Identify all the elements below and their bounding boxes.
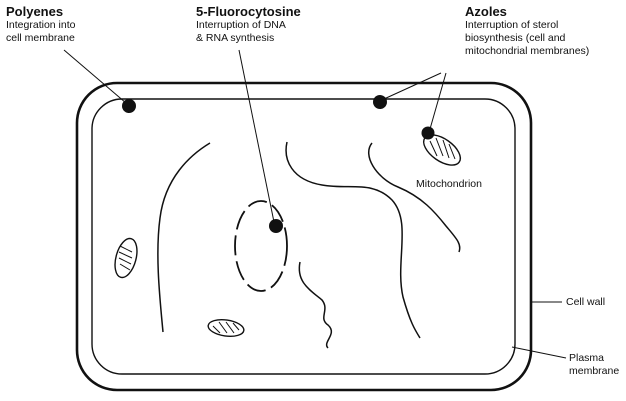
cell-wall-label: Cell wall xyxy=(566,296,605,309)
azoles-target-dot-membrane xyxy=(373,95,387,109)
azoles-action: Interruption of sterol biosynthesis (cel… xyxy=(465,19,589,58)
azoles-target-dot-mitochondrion xyxy=(422,127,435,140)
polyenes-label: Polyenes Integration into cell membrane xyxy=(6,4,75,45)
azoles-pointer-mitochondrion xyxy=(430,73,446,129)
fluorocytosine-target-dot xyxy=(269,219,283,233)
azoles-label: Azoles Interruption of sterol biosynthes… xyxy=(465,4,589,58)
mitochondrion-bottom xyxy=(207,318,245,339)
filament-left xyxy=(158,143,210,332)
filament-lower xyxy=(299,262,331,348)
filament-center xyxy=(286,142,420,338)
plasma-membrane-pointer xyxy=(512,347,566,358)
mitochondrion-left xyxy=(111,236,141,280)
fluorocytosine-label: 5-Fluorocytosine Interruption of DNA & R… xyxy=(196,4,301,45)
plasma-membrane-label: Plasma membrane xyxy=(569,352,619,378)
polyenes-action: Integration into cell membrane xyxy=(6,19,75,45)
polyenes-name: Polyenes xyxy=(6,4,75,19)
mitochondrion-label: Mitochondrion xyxy=(416,178,482,191)
azoles-pointer-membrane xyxy=(384,73,441,99)
polyenes-pointer xyxy=(64,50,126,103)
azoles-name: Azoles xyxy=(465,4,589,19)
fluorocytosine-name: 5-Fluorocytosine xyxy=(196,4,301,19)
cell-wall-outline xyxy=(77,83,531,390)
nucleus xyxy=(235,201,287,291)
fluorocytosine-action: Interruption of DNA & RNA synthesis xyxy=(196,19,301,45)
fluorocytosine-pointer xyxy=(239,50,274,222)
plasma-membrane-outline xyxy=(92,99,515,374)
